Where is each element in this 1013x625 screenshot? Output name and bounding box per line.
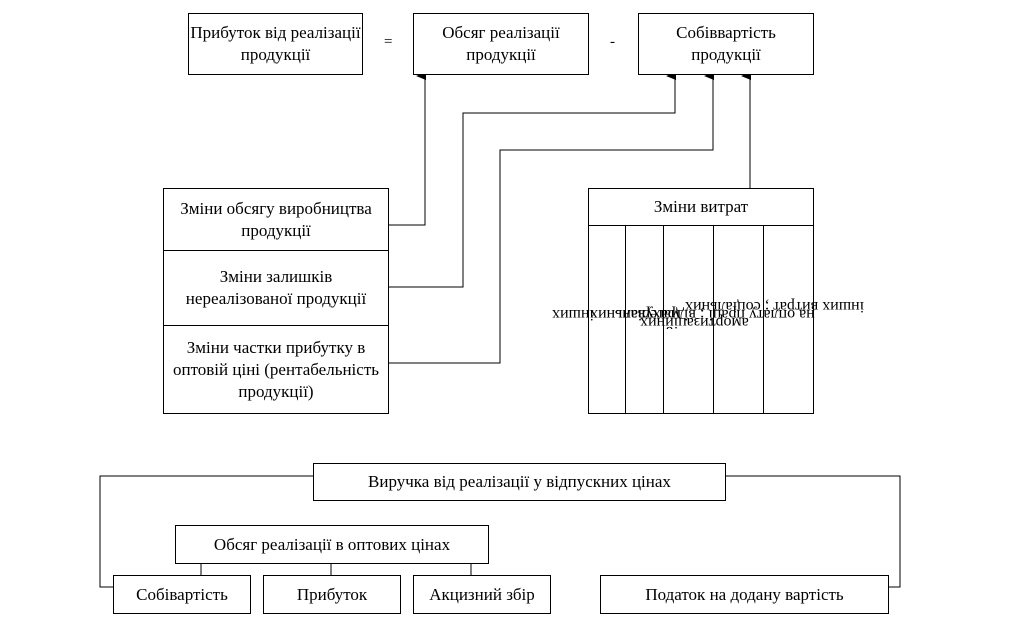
cost-column-text-other: інших (552, 306, 594, 323)
production-cost-box: Собіввартість продукції (638, 13, 814, 75)
profit-box: Прибуток (263, 575, 401, 614)
cost-changes-table (588, 225, 814, 414)
profit-from-sales-box: Прибуток від реалізації продукції (188, 13, 363, 75)
minus-sign: - (610, 34, 615, 50)
cost-column-text-material: матеріальних (590, 306, 681, 323)
vat-box: Податок на додану вартість (600, 575, 889, 614)
column-divider (713, 226, 714, 413)
cost-changes-title: Зміни витрат (588, 188, 814, 226)
factor-profit-share: Зміни частки прибутку в оптовій ціні (ре… (163, 325, 389, 414)
sales-volume-box: Обсяг реалізації продукції (413, 13, 589, 75)
bracket-left (99, 475, 314, 588)
equals-sign: = (384, 34, 393, 50)
column-divider (763, 226, 764, 413)
arrow-stock-to-cost (388, 72, 676, 288)
retail-revenue-box: Виручка від реалізації у відпускних ціна… (313, 463, 726, 501)
arrow-profit-share-to-cost (388, 72, 714, 364)
factor-production-volume: Зміни обсягу виробництва продукції (163, 188, 389, 251)
arrow-volume-to-revenue (388, 72, 426, 226)
factor-unsold-stock: Зміни залишків нереалізованої продукції (163, 250, 389, 326)
cost-box: Собівартість (113, 575, 251, 614)
excise-box: Акцизний збір (413, 575, 551, 614)
column-divider (663, 226, 664, 413)
bracket-right (726, 475, 901, 588)
column-divider (625, 226, 626, 413)
wholesale-volume-box: Обсяг реалізації в оптових цінах (175, 525, 489, 564)
